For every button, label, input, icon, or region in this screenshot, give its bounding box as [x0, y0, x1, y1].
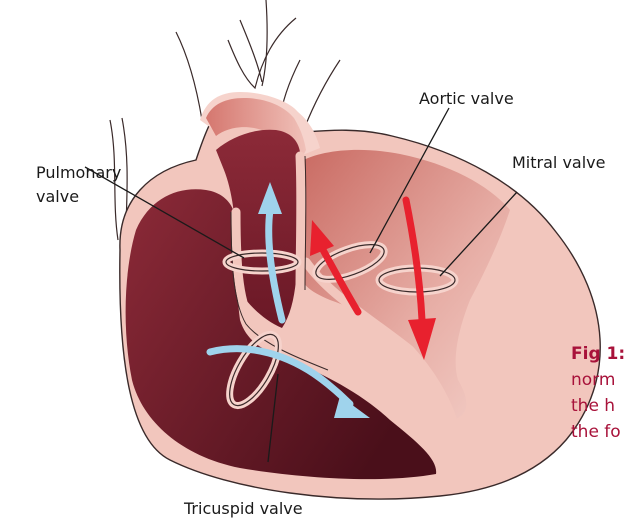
caption-line4: the fo — [571, 419, 625, 445]
figure-caption: Fig 1: norm the h the fo — [571, 341, 625, 445]
caption-line2: norm — [571, 367, 625, 393]
caption-fig-label: Fig 1: — [571, 344, 625, 364]
pulmonary-valve-label-line1: Pulmonary — [36, 162, 121, 183]
pulmonary-valve-label-line2: valve — [36, 186, 79, 207]
aortic-valve-label: Aortic valve — [419, 88, 514, 109]
mitral-valve-label: Mitral valve — [512, 152, 605, 173]
caption-line3: the h — [571, 393, 625, 419]
tricuspid-valve-label: Tricuspid valve — [184, 498, 303, 519]
